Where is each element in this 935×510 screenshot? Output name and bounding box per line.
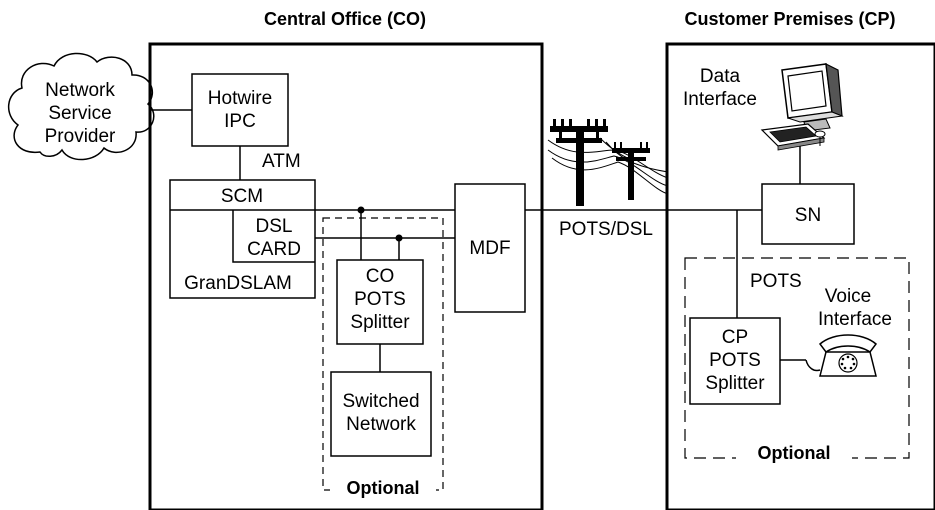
junction-dot-2 — [395, 234, 403, 242]
switched-network-label-line2: Network — [346, 414, 416, 435]
pots-label: POTS — [750, 271, 802, 292]
cloud-label-line1: Network — [45, 80, 115, 101]
cp-splitter-label-line3: Splitter — [705, 373, 765, 394]
co-optional-box — [322, 217, 444, 491]
pots-dsl-label: POTS/DSL — [559, 219, 653, 240]
customer-premises-heading: Customer Premises (CP) — [684, 9, 895, 29]
cp-optional-label: Optional — [758, 443, 831, 463]
central-office-box — [148, 42, 544, 510]
voice-interface-label-line2: Interface — [818, 309, 892, 330]
dsl-card-label-line2: CARD — [247, 239, 301, 260]
voice-interface-label-bg — [806, 282, 906, 332]
cp-pots-splitter-box — [689, 317, 781, 405]
utility-pole-icon — [547, 119, 669, 206]
switched-network-label-line1: Switched — [342, 391, 419, 412]
cloud-label-line3: Provider — [45, 126, 116, 147]
co-splitter-label-line3: Splitter — [350, 312, 410, 333]
cloud-label-line2: Service — [48, 103, 111, 124]
telephone-icon — [805, 334, 878, 377]
mdf-box — [454, 183, 526, 313]
cloud-shape — [8, 52, 155, 161]
switched-network-box — [330, 371, 432, 457]
central-office-heading: Central Office (CO) — [264, 9, 426, 29]
network-service-provider-cloud: Network Service Provider — [8, 52, 155, 161]
grandslam-box — [169, 179, 316, 299]
dsl-card-outline — [232, 210, 315, 263]
atm-label: ATM — [262, 151, 301, 172]
pots-dsl-label-bg — [546, 218, 664, 240]
hotwire-ipc-box — [191, 73, 289, 147]
co-optional-label-bg — [330, 478, 436, 498]
grandslam-label: GranDSLAM — [184, 273, 292, 294]
mdf-label: MDF — [469, 238, 510, 259]
co-splitter-label-line1: CO — [366, 266, 395, 287]
sn-label: SN — [795, 205, 821, 226]
cp-splitter-label-line2: POTS — [709, 350, 761, 371]
data-interface-label-line2: Interface — [683, 89, 757, 110]
cp-splitter-label-line1: CP — [722, 327, 748, 348]
computer-icon — [760, 62, 844, 151]
co-optional-label: Optional — [347, 478, 420, 498]
voice-interface-label-line1: Voice — [825, 286, 871, 307]
hotwire-ipc-label-line1: Hotwire — [208, 88, 272, 109]
data-interface-label-line1: Data — [700, 66, 741, 87]
customer-premises-box — [665, 42, 935, 510]
hotwire-ipc-label-line2: IPC — [224, 111, 256, 132]
scm-label: SCM — [221, 186, 263, 207]
dsl-card-label-line1: DSL — [256, 216, 293, 237]
co-splitter-label-line2: POTS — [354, 289, 406, 310]
junction-dot-1 — [357, 206, 365, 214]
cp-optional-label-bg — [736, 440, 852, 466]
sn-box — [761, 183, 855, 245]
